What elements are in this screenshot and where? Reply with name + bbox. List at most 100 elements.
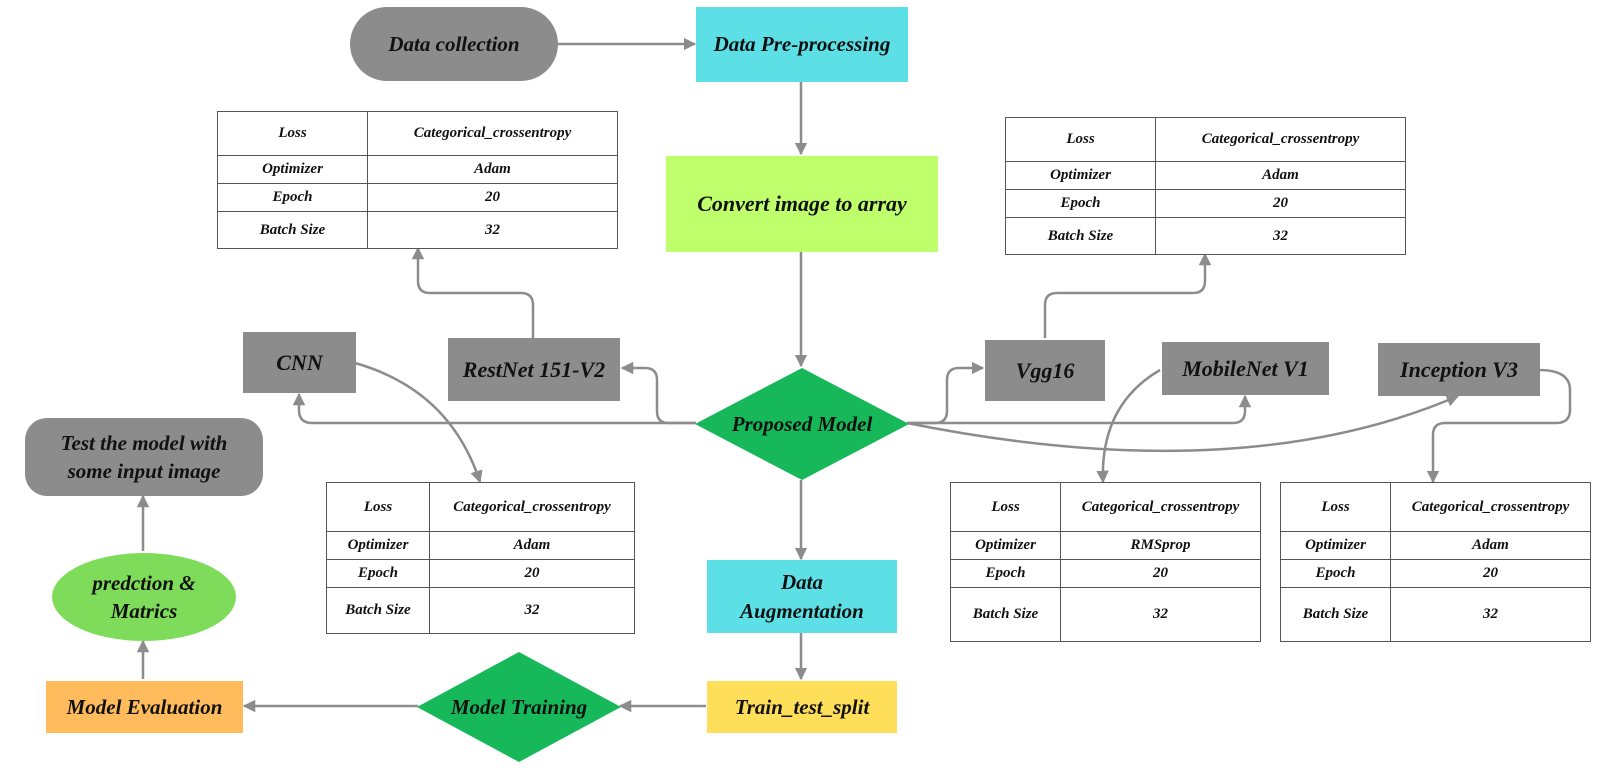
arrow-proposed-to-cnn xyxy=(292,392,696,425)
param-name-cell: Epoch xyxy=(1280,559,1391,588)
param-value-cell: Categorical_crossentropy xyxy=(429,482,635,532)
param-name-cell: Epoch xyxy=(217,183,368,212)
data-preprocessing-node: Data Pre-processing xyxy=(696,7,908,82)
param-value-cell: 20 xyxy=(367,183,618,212)
param-value-cell: 20 xyxy=(1155,189,1406,218)
arrow-proposed-to-mobilenet xyxy=(907,394,1252,425)
cnn-label: CNN xyxy=(276,349,323,375)
model-training-label: Model Training xyxy=(450,694,588,719)
param-value-cell: Adam xyxy=(367,155,618,184)
param-name-cell: Loss xyxy=(950,482,1061,532)
vgg16-label: Vgg16 xyxy=(1015,357,1075,383)
param-value-cell: 20 xyxy=(429,559,635,588)
mobilenet-label: MobileNet V1 xyxy=(1182,355,1309,381)
arrow-restnet-to-table xyxy=(411,246,535,338)
prediction-metrics-label-line2: Matrics xyxy=(110,599,178,623)
param-value-cell: 20 xyxy=(1390,559,1591,588)
convert-image-node: Convert image to array xyxy=(666,156,938,252)
param-name-cell: Loss xyxy=(217,111,368,156)
param-name-cell: Optimizer xyxy=(1005,161,1156,190)
vgg16-node: Vgg16 xyxy=(985,340,1105,401)
data-augmentation-node: Data Augmentation xyxy=(707,560,897,633)
model-training-diamond-shape xyxy=(417,652,621,762)
param-value-cell: 32 xyxy=(367,211,618,249)
param-name-cell: Optimizer xyxy=(950,531,1061,560)
test-model-label-line1: Test the model with xyxy=(60,430,228,455)
train-test-split-node: Train_test_split xyxy=(707,681,897,733)
restnet-label: RestNet 151-V2 xyxy=(462,356,606,382)
param-value-cell: Adam xyxy=(1155,161,1406,190)
prediction-metrics-label-line1: predction & xyxy=(92,570,196,595)
param-value-cell: 20 xyxy=(1060,559,1261,588)
data-preprocessing-label: Data Pre-processing xyxy=(713,32,891,57)
param-value-cell: Categorical_crossentropy xyxy=(367,111,618,156)
data-augmentation-label-line2: Augmentation xyxy=(740,598,864,623)
mobilenet-node: MobileNet V1 xyxy=(1162,342,1329,395)
inception-node: Inception V3 xyxy=(1378,343,1540,396)
param-name-cell: Batch Size xyxy=(950,587,1061,642)
param-value-cell: 32 xyxy=(1155,217,1406,255)
model-training-node: Model Training xyxy=(417,652,621,762)
arrow-proposed-to-inception xyxy=(906,394,1460,453)
test-model-node: Test the model with some input image xyxy=(25,418,263,496)
param-name-cell: Optimizer xyxy=(1280,531,1391,560)
arrow-cnn-to-table xyxy=(354,361,483,484)
param-name-cell: Loss xyxy=(1005,117,1156,162)
param-name-cell: Batch Size xyxy=(1005,217,1156,255)
arrow-inception-to-table xyxy=(1426,368,1572,484)
data-collection-label: Data collection xyxy=(388,31,520,56)
proposed-model-label: Proposed Model xyxy=(731,411,873,436)
param-value-cell: Categorical_crossentropy xyxy=(1155,117,1406,162)
data-augmentation-label-line1: Data xyxy=(781,570,823,595)
convert-image-label: Convert image to array xyxy=(697,191,907,217)
param-name-cell: Batch Size xyxy=(1280,587,1391,642)
arrow-vgg16-to-table xyxy=(1043,252,1212,338)
param-name-cell: Loss xyxy=(1280,482,1391,532)
param-name-cell: Epoch xyxy=(326,559,430,588)
param-value-cell: 32 xyxy=(1390,587,1591,642)
inception-label: Inception V3 xyxy=(1400,356,1518,382)
param-name-cell: Optimizer xyxy=(217,155,368,184)
proposed-model-node: Proposed Model xyxy=(695,368,909,480)
param-name-cell: Batch Size xyxy=(217,211,368,249)
param-name-cell: Optimizer xyxy=(326,531,430,560)
prediction-metrics-node: predction & Matrics xyxy=(52,553,236,641)
proposed-model-diamond-shape xyxy=(695,368,909,480)
param-value-cell: Categorical_crossentropy xyxy=(1060,482,1261,532)
test-model-label-line2: some input image xyxy=(67,459,221,483)
param-name-cell: Loss xyxy=(326,482,430,532)
param-name-cell: Batch Size xyxy=(326,587,430,634)
param-value-cell: Categorical_crossentropy xyxy=(1390,482,1591,532)
model-evaluation-label: Model Evaluation xyxy=(66,694,223,719)
data-collection-node: Data collection xyxy=(350,7,558,81)
cnn-node: CNN xyxy=(243,332,356,393)
param-value-cell: 32 xyxy=(429,587,635,634)
param-name-cell: Epoch xyxy=(950,559,1061,588)
param-value-cell: 32 xyxy=(1060,587,1261,642)
arrow-mobilenet-to-table xyxy=(1096,368,1161,484)
restnet-node: RestNet 151-V2 xyxy=(448,338,620,401)
